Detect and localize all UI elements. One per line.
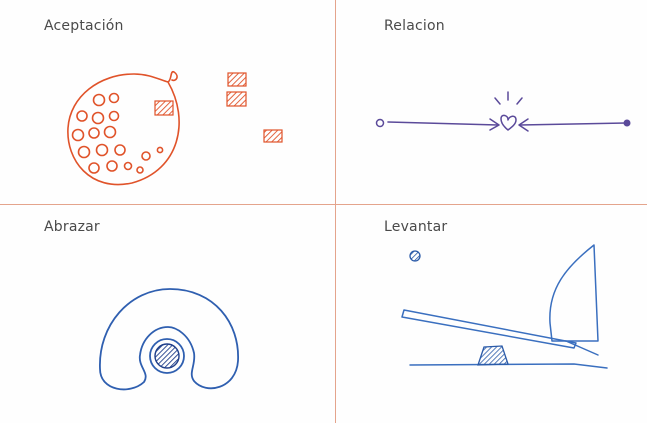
acceptance-hatched-square: [263, 129, 283, 143]
panel-label-aceptacion: Aceptación: [44, 18, 124, 34]
acceptance-hatched-square: [154, 100, 174, 116]
acceptance-sketch: [67, 70, 283, 186]
acceptance-dot: [108, 110, 120, 122]
relation-sketch: [375, 91, 631, 132]
acceptance-dot: [141, 151, 151, 161]
lift-plank: [401, 309, 577, 349]
panel-abrazar: Abrazar: [0, 205, 336, 423]
lift-block-edge: [565, 340, 599, 356]
panel-label-abrazar: Abrazar: [44, 219, 100, 235]
embrace-outer-shape: [99, 288, 239, 391]
embrace-sketch: [99, 288, 239, 391]
acceptance-dot: [77, 145, 91, 159]
panel-label-relacion: Relacion: [384, 18, 445, 34]
lift-block: [549, 244, 599, 342]
acceptance-dot: [88, 127, 100, 139]
relation-spark: [516, 97, 523, 105]
acceptance-dot: [123, 161, 133, 171]
acceptance-dot: [71, 128, 85, 142]
relation-spark: [494, 97, 501, 105]
acceptance-dot: [114, 144, 126, 156]
relation-right-arrow: [519, 122, 627, 126]
acceptance-dot: [156, 146, 164, 154]
lift-ball: [409, 250, 421, 262]
acceptance-dot: [136, 166, 144, 174]
acceptance-outer-circle: [67, 70, 180, 186]
panel-label-levantar: Levantar: [384, 219, 448, 235]
acceptance-dot: [95, 143, 109, 157]
acceptance-dot: [76, 110, 88, 122]
panel-aceptacion: Aceptación: [0, 0, 336, 205]
acceptance-dot: [108, 92, 120, 104]
acceptance-dot: [92, 93, 106, 107]
acceptance-dot: [88, 162, 100, 174]
acceptance-hatched-square: [227, 72, 247, 87]
relation-right-arrowhead: [518, 118, 529, 132]
relation-filled-node: [623, 119, 631, 127]
embrace-core: [154, 343, 180, 369]
acceptance-dot: [106, 160, 118, 172]
relation-left-arrow: [387, 121, 499, 126]
relation-left-arrowhead: [489, 118, 500, 131]
panel-relacion: Relacion: [336, 0, 647, 205]
relation-heart: [500, 114, 517, 131]
acceptance-hatched-square: [226, 91, 247, 107]
lift-ground: [409, 363, 608, 369]
lift-fulcrum: [477, 345, 509, 366]
relation-open-node: [375, 118, 385, 128]
lift-sketch: [401, 244, 608, 369]
acceptance-dot: [103, 125, 117, 139]
embrace-inner-ring: [149, 338, 185, 374]
acceptance-dot: [91, 111, 105, 125]
panel-levantar: Levantar: [336, 205, 647, 423]
